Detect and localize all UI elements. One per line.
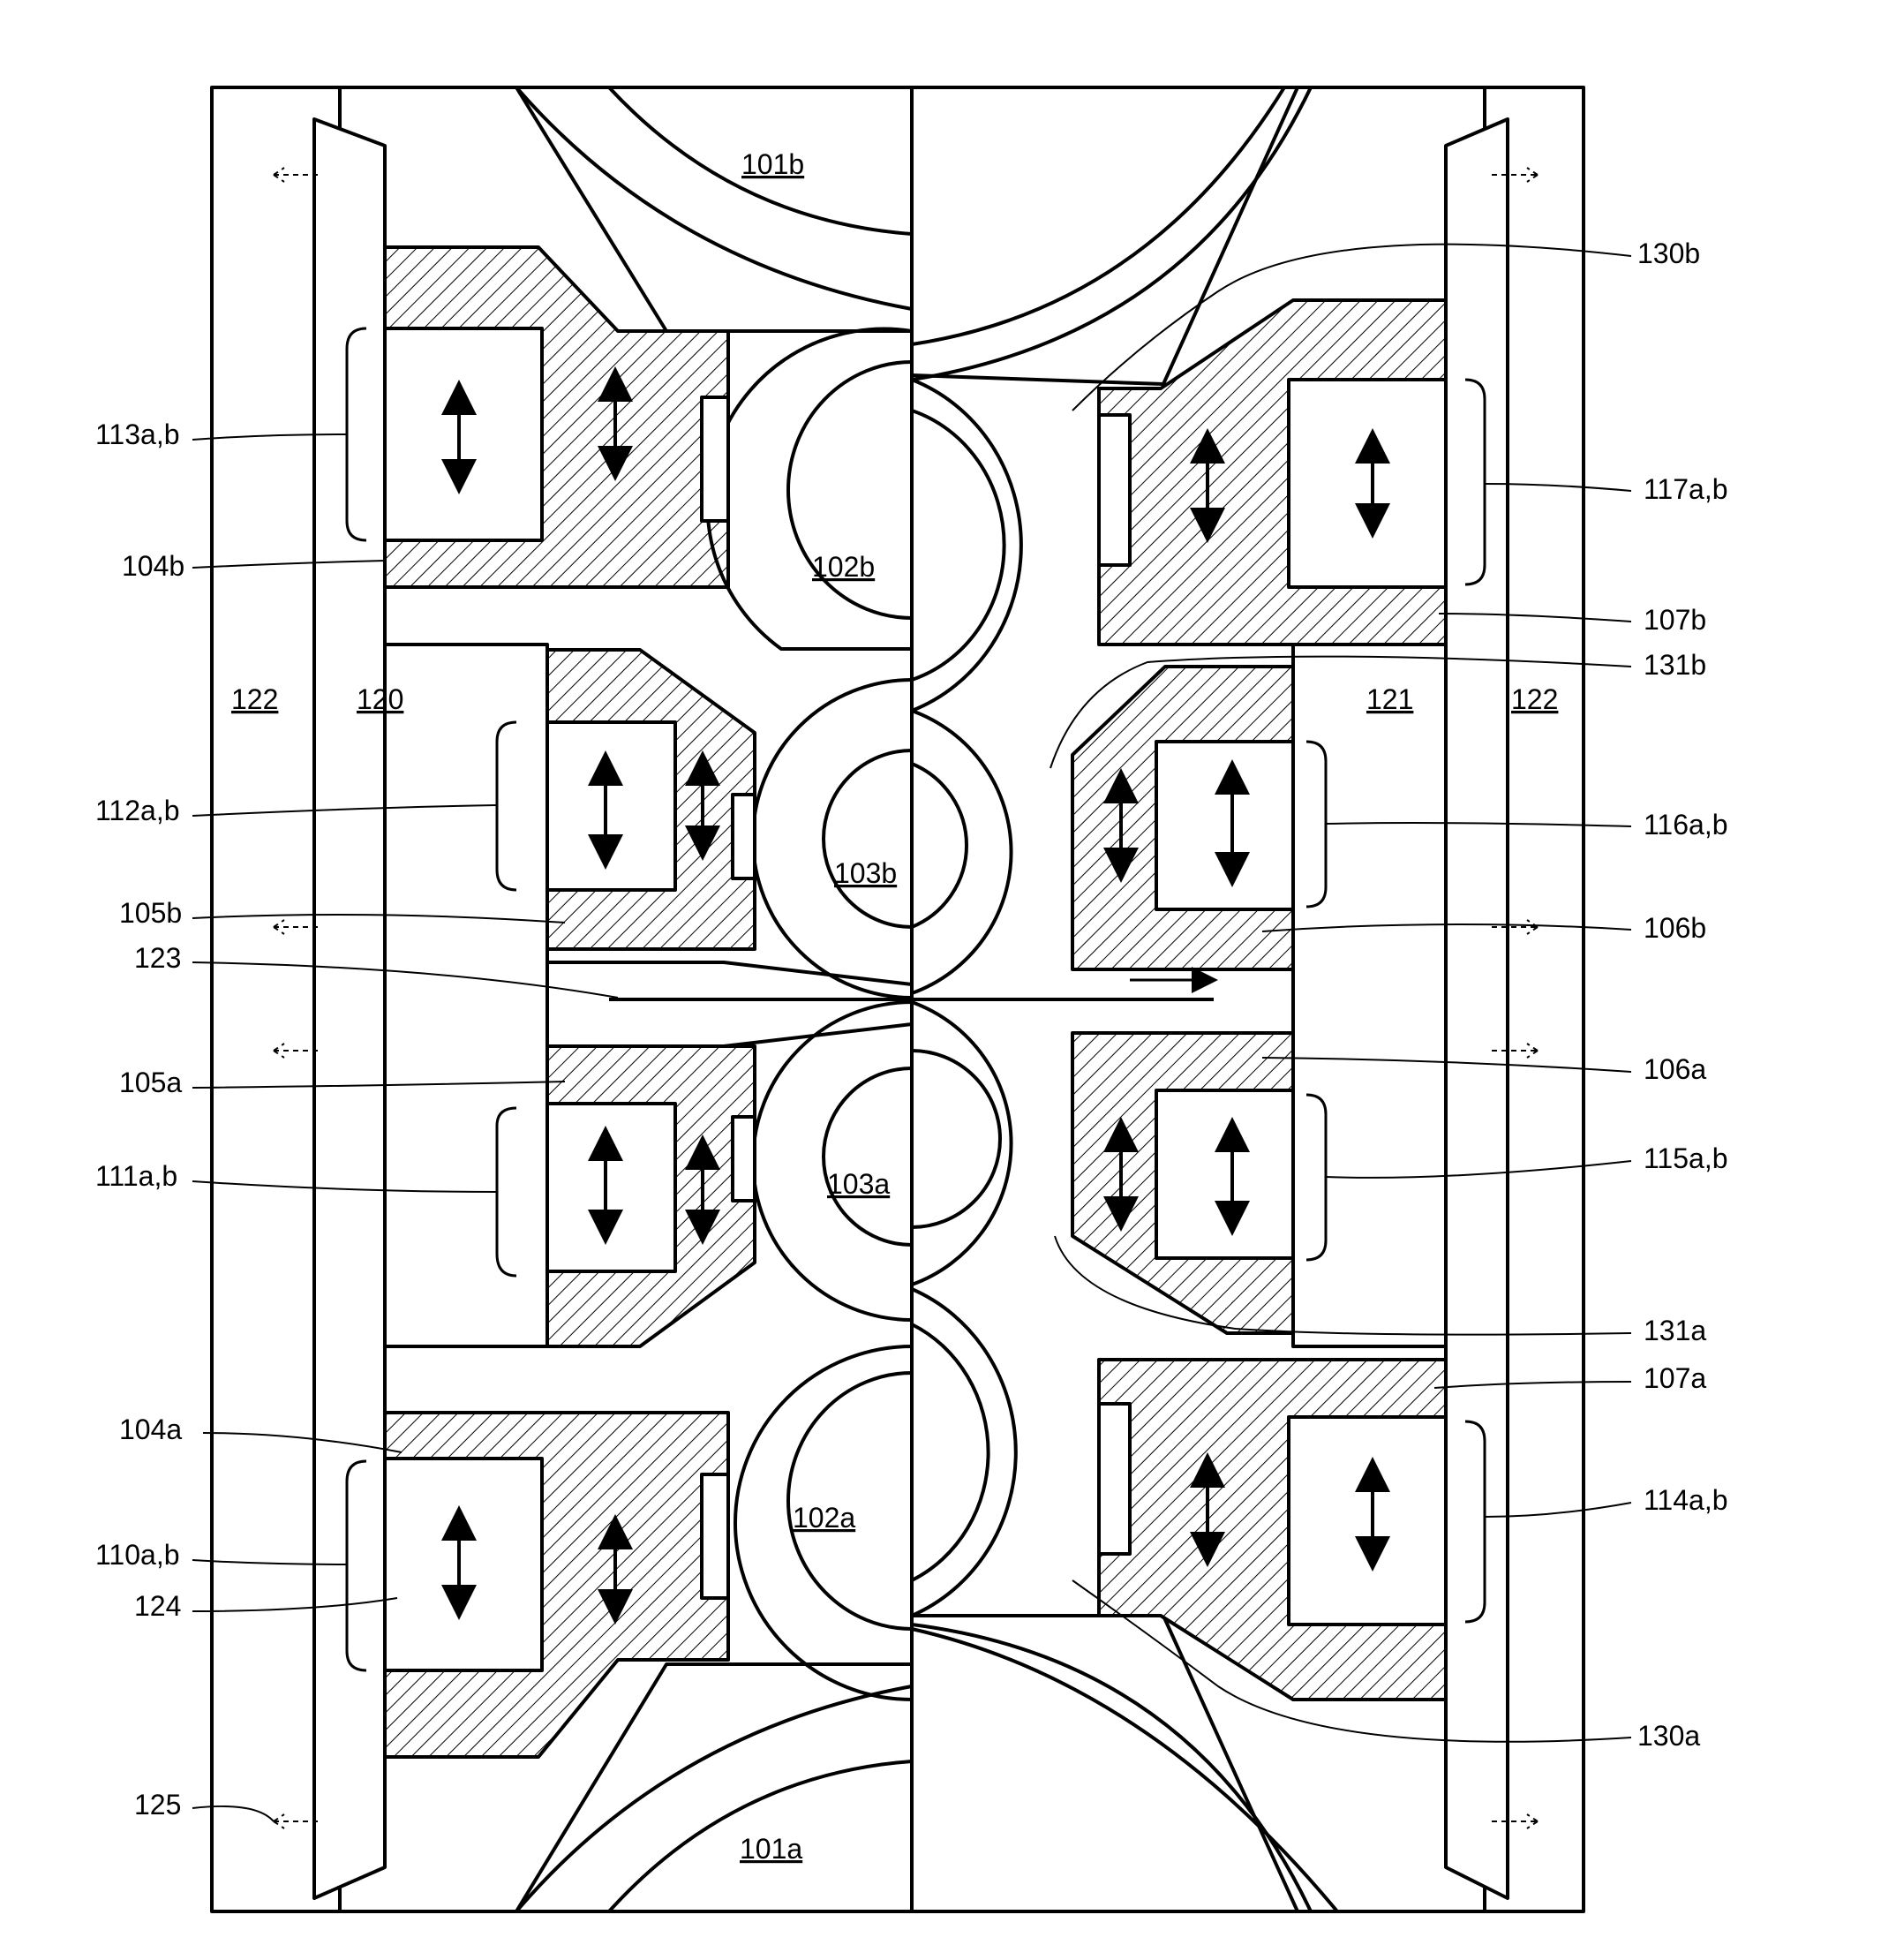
label-roll-102b: 102b bbox=[812, 551, 875, 583]
label-roll-101a: 101a bbox=[740, 1833, 802, 1865]
roll-103a-neck bbox=[733, 1117, 755, 1201]
right-frame-profile bbox=[1293, 645, 1446, 1346]
label-111: 111a,b bbox=[95, 1160, 177, 1192]
label-112: 112a,b bbox=[95, 795, 180, 826]
cylinder-111-housing bbox=[547, 1104, 675, 1271]
label-104a: 104a bbox=[119, 1413, 182, 1445]
roll-102b-shape bbox=[708, 329, 912, 649]
roll-103b-inner bbox=[824, 750, 912, 927]
roll-right-mid-a-inner bbox=[912, 1051, 1000, 1227]
label-123: 123 bbox=[134, 942, 181, 974]
label-114: 114a,b bbox=[1644, 1484, 1728, 1516]
label-104b: 104b bbox=[122, 550, 184, 582]
roll-102a-right-neck bbox=[1099, 1404, 1130, 1554]
roll-right-mid-a bbox=[912, 1002, 1012, 1285]
roll-103b-neck bbox=[733, 795, 755, 878]
label-130a: 130a bbox=[1637, 1720, 1700, 1752]
label-side-122-left: 122 bbox=[231, 683, 278, 715]
label-side-122-right: 122 bbox=[1511, 683, 1558, 715]
roll-right-lower bbox=[912, 1289, 1016, 1616]
roll-103b-shape bbox=[753, 680, 912, 998]
roll-right-mid-b bbox=[912, 711, 1012, 993]
label-105b: 105b bbox=[119, 897, 182, 929]
roll-103a-inner bbox=[824, 1068, 912, 1245]
label-117: 117a,b bbox=[1644, 473, 1728, 505]
cylinder-117-housing bbox=[1289, 380, 1446, 587]
label-106b: 106b bbox=[1644, 912, 1706, 944]
roll-103a-shape bbox=[753, 1002, 912, 1320]
cylinder-110-housing bbox=[385, 1459, 542, 1670]
roll-right-upper-inner bbox=[912, 411, 1004, 680]
cylinder-114-housing bbox=[1289, 1417, 1446, 1625]
label-roll-103b: 103b bbox=[834, 857, 897, 889]
roll-right-mid-b-inner bbox=[912, 764, 967, 927]
roll-102a-inner bbox=[788, 1373, 912, 1629]
label-frame-121: 121 bbox=[1366, 683, 1413, 715]
left-frame-profile bbox=[385, 645, 547, 1346]
label-130b: 130b bbox=[1637, 237, 1700, 269]
label-110: 110a,b bbox=[95, 1539, 180, 1571]
roll-102b-right-neck bbox=[1099, 415, 1130, 565]
label-frame-120: 120 bbox=[357, 683, 403, 715]
label-131b: 131b bbox=[1644, 649, 1706, 681]
cylinder-113-housing bbox=[385, 328, 542, 540]
label-125: 125 bbox=[134, 1789, 181, 1821]
label-115: 115a,b bbox=[1644, 1142, 1728, 1174]
roll-102b-neck bbox=[702, 397, 728, 521]
label-107a: 107a bbox=[1644, 1362, 1706, 1394]
label-106a: 106a bbox=[1644, 1053, 1706, 1085]
label-roll-102a: 102a bbox=[793, 1502, 855, 1534]
label-113: 113a,b bbox=[95, 418, 180, 450]
label-124: 124 bbox=[134, 1590, 181, 1622]
right-wedge-plate bbox=[1446, 119, 1508, 1898]
roll-102a-neck bbox=[702, 1474, 728, 1598]
cylinder-115-housing bbox=[1156, 1090, 1293, 1258]
cylinder-112-housing bbox=[547, 722, 675, 890]
label-116: 116a,b bbox=[1644, 809, 1728, 841]
label-107b: 107b bbox=[1644, 604, 1706, 636]
label-roll-103a: 103a bbox=[827, 1168, 890, 1200]
left-wedge-plate bbox=[314, 119, 385, 1898]
label-roll-101b: 101b bbox=[741, 148, 804, 180]
cylinder-116-housing bbox=[1156, 742, 1293, 909]
label-105a: 105a bbox=[119, 1067, 182, 1098]
label-131a: 131a bbox=[1644, 1315, 1706, 1346]
roll-right-lower-inner bbox=[912, 1324, 989, 1580]
strip-123-gap bbox=[547, 962, 912, 1046]
